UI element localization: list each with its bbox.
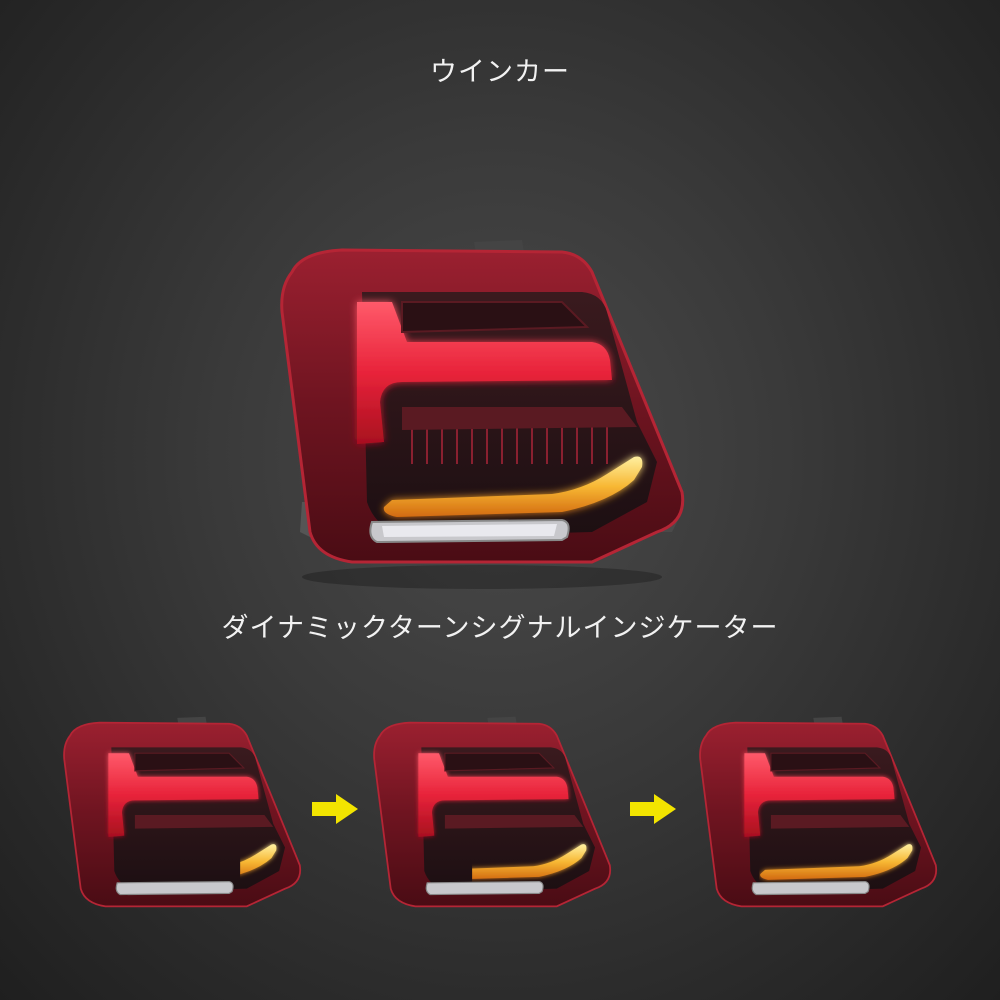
tail-light-icon: [63, 716, 302, 908]
tail-light-step-2: [362, 712, 622, 924]
tail-light-step-3: [688, 712, 948, 924]
right-arrow-icon: [630, 794, 676, 824]
tail-light-icon: [373, 716, 612, 908]
dynamic-turn-signal-heading: ダイナミックターンシグナルインジケーター: [221, 613, 779, 644]
tail-light-main: [262, 232, 702, 592]
tail-light-step-1: [52, 712, 312, 924]
right-arrow-icon: [312, 794, 358, 824]
tail-light-icon: [699, 716, 938, 908]
tail-light-icon: [280, 240, 685, 589]
turn-signal-heading: ウインカー: [430, 57, 570, 88]
